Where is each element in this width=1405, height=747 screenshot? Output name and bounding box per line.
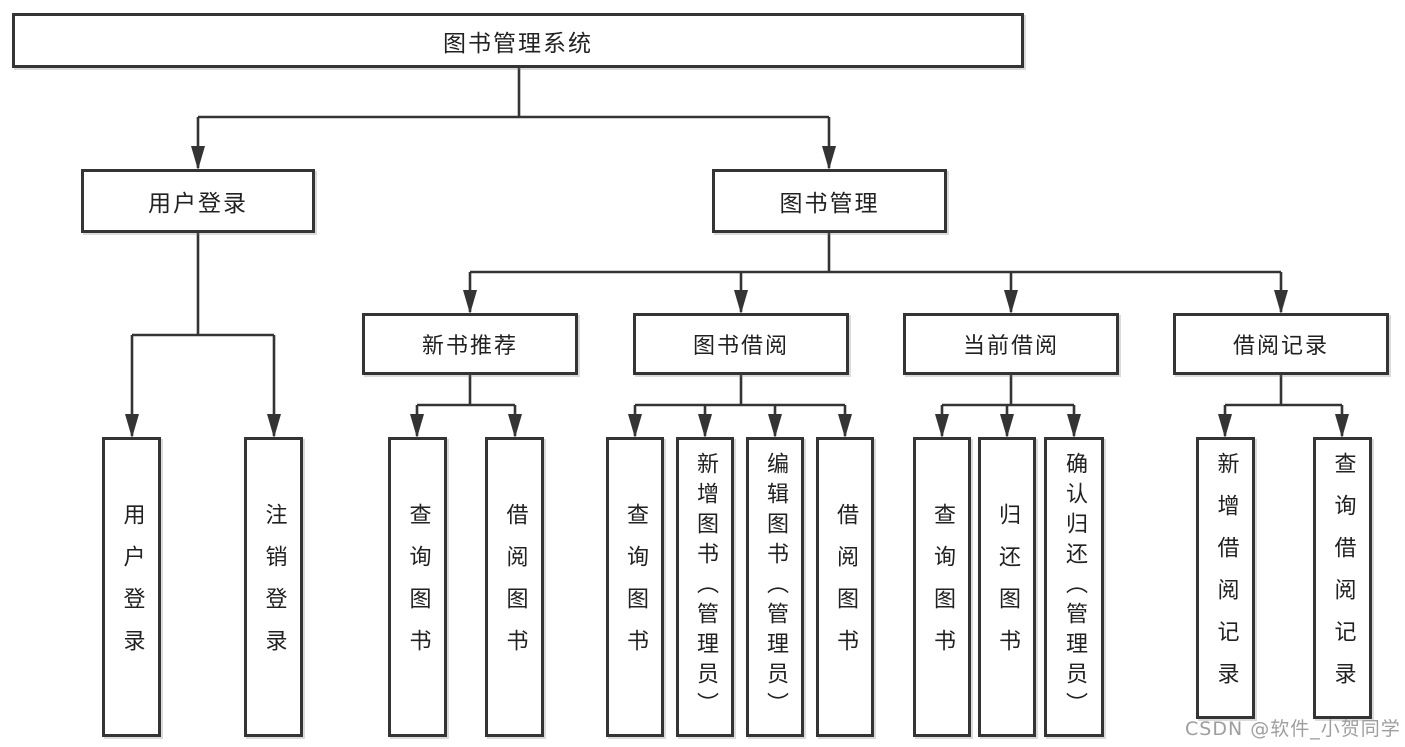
node-label: 确认归还（管理员） bbox=[1062, 452, 1087, 722]
node-label: 注销登录 bbox=[261, 503, 287, 671]
node-label: 编辑图书（管理员） bbox=[763, 452, 788, 722]
node-library-management-system: 图书管理系统 bbox=[12, 13, 1024, 68]
node-add-borrow-record: 新增借阅记录 bbox=[1196, 437, 1255, 719]
node-label: 图书管理 bbox=[779, 191, 880, 217]
node-label: 归还图书 bbox=[995, 503, 1020, 671]
node-borrow-books: 借阅图书 bbox=[816, 437, 874, 737]
node-query-borrow-record: 查询借阅记录 bbox=[1313, 437, 1372, 719]
node-confirm-return-admin: 确认归还（管理员） bbox=[1044, 437, 1104, 737]
node-label: 借阅图书 bbox=[833, 503, 858, 671]
node-borrowing-records: 借阅记录 bbox=[1173, 313, 1389, 375]
node-return-books: 归还图书 bbox=[978, 437, 1036, 737]
node-label: 图书借阅 bbox=[692, 334, 789, 359]
node-label: 当前借阅 bbox=[962, 334, 1059, 359]
node-logout: 注销登录 bbox=[244, 437, 303, 737]
node-label: 借阅记录 bbox=[1232, 334, 1329, 359]
node-add-book-admin: 新增图书（管理员） bbox=[676, 437, 734, 737]
node-label: 新书推荐 bbox=[421, 334, 518, 359]
node-label: 查询图书 bbox=[930, 503, 955, 671]
node-user-login-module: 用户登录 bbox=[81, 169, 315, 233]
node-label: 新增图书（管理员） bbox=[693, 452, 718, 722]
node-edit-book-admin: 编辑图书（管理员） bbox=[746, 437, 804, 737]
node-user-login: 用户登录 bbox=[102, 437, 161, 737]
node-borrow-books-recommend: 借阅图书 bbox=[485, 437, 544, 737]
node-book-management-module: 图书管理 bbox=[712, 169, 947, 233]
node-query-books-current: 查询图书 bbox=[913, 437, 971, 737]
node-label: 查询借阅记录 bbox=[1330, 452, 1356, 704]
node-query-books-borrowing: 查询图书 bbox=[606, 437, 664, 737]
node-query-books-recommend: 查询图书 bbox=[388, 437, 447, 737]
node-label: 查询图书 bbox=[405, 503, 431, 671]
node-label: 借阅图书 bbox=[502, 503, 528, 671]
node-label: 用户登录 bbox=[119, 503, 145, 671]
node-label: 查询图书 bbox=[623, 503, 648, 671]
node-label: 图书管理系统 bbox=[443, 30, 593, 57]
node-new-book-recommendation: 新书推荐 bbox=[362, 313, 578, 375]
node-label: 新增借阅记录 bbox=[1213, 452, 1239, 704]
watermark: CSDN @软件_小贺同学 bbox=[1185, 718, 1401, 740]
node-current-borrowing: 当前借阅 bbox=[903, 313, 1119, 375]
node-book-borrowing: 图书借阅 bbox=[633, 313, 849, 375]
node-label: 用户登录 bbox=[148, 191, 248, 217]
